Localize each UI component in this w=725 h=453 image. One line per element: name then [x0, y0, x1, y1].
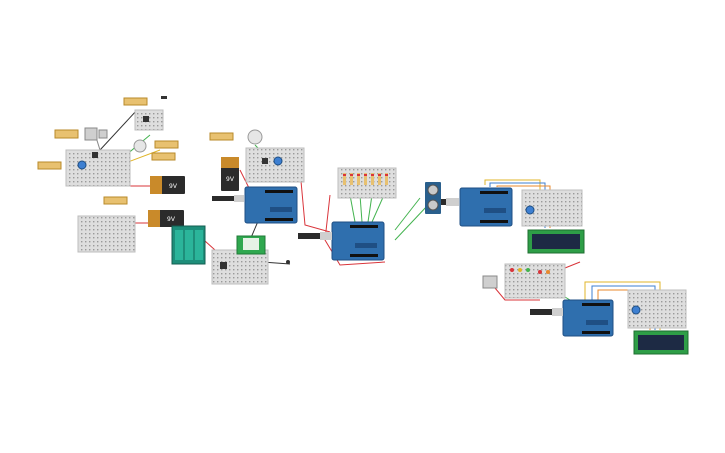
wire: [359, 194, 363, 223]
arduino-board-icon: [562, 299, 614, 337]
wire: [367, 194, 373, 223]
potentiometer: [77, 160, 87, 170]
usb-cable-icon: [212, 195, 244, 202]
arduino-board-icon: [244, 186, 298, 224]
chip: [262, 158, 268, 164]
breadboard: [504, 263, 566, 299]
modules: [37, 96, 498, 289]
module: [123, 97, 148, 106]
wire: [494, 287, 540, 301]
led: [510, 268, 514, 272]
components: [77, 116, 641, 315]
wire: [371, 194, 385, 223]
arduino-board-icon: [331, 221, 385, 261]
servo-module: [247, 129, 263, 145]
wire: [394, 197, 421, 231]
module: [54, 129, 79, 139]
wire: [394, 204, 429, 241]
lcd-display-icon: [633, 330, 689, 355]
arduino-board-icon: [459, 187, 513, 227]
breadboard: [77, 215, 136, 253]
breadboard: [245, 147, 305, 183]
led: [546, 270, 550, 274]
module: [151, 152, 176, 161]
relay-module: [482, 275, 498, 289]
chip: [220, 262, 227, 269]
chip: [92, 152, 98, 158]
battery-9v-icon: 9V: [221, 157, 239, 191]
module: [37, 161, 62, 170]
module: [103, 196, 128, 205]
usb-cable-icon: [530, 308, 563, 316]
pir-sensor: [236, 235, 266, 255]
wire: [99, 109, 138, 151]
resistor-row: [343, 173, 388, 185]
battery-9v-icon: 9V: [150, 176, 185, 194]
usb-cable-icon: [298, 232, 332, 240]
potentiometer: [631, 305, 641, 315]
battery-label: 9V: [167, 216, 176, 223]
module: [154, 140, 179, 149]
battery-9v-icon: 9V: [148, 210, 184, 227]
ultrasonic-sensor-icon: [425, 182, 441, 214]
led: [538, 270, 542, 274]
potentiometer: [273, 156, 283, 166]
relay-module: [84, 127, 98, 141]
wire: [299, 169, 331, 233]
potentiometer: [525, 205, 535, 215]
lcd-display-icon: [527, 229, 585, 254]
module: [209, 132, 234, 141]
led: [518, 268, 522, 272]
small-component: [286, 260, 290, 264]
battery-label: 9V: [169, 183, 178, 190]
led: [526, 268, 530, 272]
relay-module: [98, 129, 108, 139]
chip: [143, 116, 149, 122]
servo-module: [133, 139, 147, 153]
module: [161, 96, 167, 99]
battery-label: 9V: [226, 176, 235, 183]
battery-pack: [171, 225, 206, 265]
wire: [349, 194, 356, 223]
